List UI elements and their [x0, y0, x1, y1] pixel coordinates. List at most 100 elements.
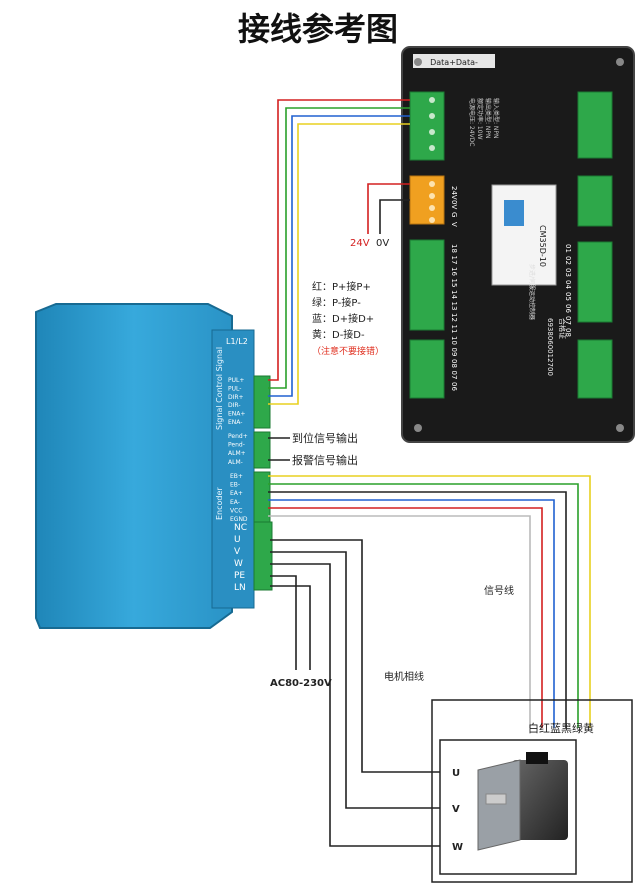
controller-output-number-right: 07: [564, 316, 572, 325]
driver-power-pin-label: LN: [234, 583, 246, 593]
driver-control-pins: PUL+PUL-DIR+DIR-ENA+ENA-: [228, 377, 245, 426]
mount-hole: [414, 58, 422, 66]
controller-unit: Data+Data-: [401, 46, 635, 443]
controller-output-number-right: 08: [564, 328, 572, 337]
motor-shaft: [485, 793, 507, 805]
wire-ac-2: [270, 585, 311, 670]
driver-encoder-pin-label: EB-: [230, 482, 240, 489]
label-alarm: 报警信号输出: [292, 453, 358, 467]
label-24v: 24V: [350, 238, 370, 249]
driver-status-pins: Pend+ Pend-ALM+ ALM-: [228, 433, 248, 466]
motor-phase-label: W: [452, 842, 463, 853]
driver-status-terminal: [253, 431, 271, 469]
controller-terminal-right-3: [577, 241, 613, 323]
controller-output-number: 15: [450, 279, 458, 288]
controller-brand: 步进/伺服运动控制器: [528, 264, 536, 320]
wire-encoder-white: [268, 515, 531, 728]
driver-encoder-group-label: Encoder: [215, 487, 224, 520]
driver-encoder-pin-label: EA-: [230, 499, 240, 506]
driver-status-pin-label: Pend-: [228, 442, 245, 449]
mount-hole: [414, 424, 422, 432]
spec-line: 输出类型: NPN: [484, 98, 492, 139]
wire-encoder-red: [268, 507, 543, 728]
wire-red-pul-plus: [268, 99, 410, 381]
controller-output-number: 13: [450, 302, 458, 311]
controller-output-number-right: 02: [564, 256, 572, 265]
controller-header-plate: [413, 54, 495, 68]
driver-encoder-pin-label: EGND: [230, 516, 248, 523]
controller-output-number-right: 04: [564, 280, 572, 289]
driver-control-pin-label: DIR+: [228, 394, 244, 401]
controller-output-number: 17: [450, 256, 458, 265]
driver-power-header: L1/L2: [226, 337, 248, 346]
controller-terminal-right-1: [577, 91, 613, 159]
wire-blue-dir-plus: [268, 115, 410, 397]
controller-terminal-right-4: [577, 339, 613, 399]
legend-note: （注意不要接错）: [312, 345, 384, 357]
driver-power-pin-label: PE: [234, 571, 245, 581]
legend-line: 红：P+接P+: [312, 280, 371, 293]
motor-phase-label: V: [452, 804, 460, 815]
driver-body: [35, 303, 233, 629]
label-0v: 0V: [376, 238, 389, 249]
motor-can: [512, 760, 568, 840]
servo-driver: L1/L2 Signal Control Signal Encoder PUL+…: [35, 303, 273, 629]
wire-encoder-yellow: [268, 475, 591, 728]
controller-qc: 合格证: [558, 318, 567, 339]
driver-power-pin-label: U: [234, 535, 241, 545]
motor-outer-box: [431, 699, 633, 883]
controller-output-number-right: 03: [564, 268, 572, 277]
controller-output-number: 06: [450, 382, 458, 391]
motor-phase-label: U: [452, 768, 460, 779]
driver-encoder-pin-label: EB+: [230, 473, 243, 480]
power-terminal-labels: 24V 0V G V: [450, 186, 458, 227]
controller-power-terminal: [409, 175, 445, 225]
controller-terminal-outputs: [409, 239, 445, 331]
wire-0v: [379, 199, 410, 234]
wire-encoder-black: [268, 491, 567, 728]
driver-status-pin-label: ALM-: [228, 459, 243, 466]
wire-24v: [367, 183, 410, 234]
controller-output-number-right: 01: [564, 244, 572, 253]
wire-yellow-dir-minus: [268, 123, 410, 405]
motor-inner-box: [439, 739, 577, 875]
label-signal-line: 信号线: [484, 584, 514, 597]
driver-power-terminal: [253, 521, 273, 591]
controller-terminal-right-2: [577, 175, 613, 227]
label-in-position: 到位信号输出: [292, 431, 358, 445]
wires: [268, 99, 591, 847]
motor-connector: [526, 752, 548, 764]
terminal-screws: [429, 97, 435, 223]
driver-status-pin-label: Pend+: [228, 433, 248, 440]
legend-line: 黄：D-接D-: [312, 328, 365, 341]
driver-status-pin-label: ALM+: [228, 450, 246, 457]
driver-control-pin-label: PUL-: [228, 385, 241, 392]
svg-text:G: G: [450, 212, 458, 217]
diagram-title: 接线参考图: [237, 10, 398, 48]
driver-control-pin-label: DIR-: [228, 402, 240, 409]
mount-hole: [616, 58, 624, 66]
controller-output-number: 12: [450, 313, 458, 322]
legend-line: 绿：P-接P-: [312, 296, 361, 309]
controller-spec-lines: 电源电压: 24VDC 额定功率: 10W 输出类型: NPN 输入类型: NP…: [468, 98, 500, 146]
controller-logo-icon: [504, 200, 524, 226]
controller-output-number: 09: [450, 348, 458, 357]
motor-wire-colors: 白红蓝黑绿黄: [528, 721, 594, 735]
controller-model: CM35D-10: [538, 225, 547, 267]
driver-power-pin-label: NC: [234, 523, 247, 533]
controller-output-number: 10: [450, 336, 458, 345]
controller-terminal-axis: [409, 91, 445, 161]
controller-serial: 6938060012700: [546, 318, 554, 376]
driver-encoder-pin-label: VCC: [230, 507, 242, 514]
wire-encoder-blue: [268, 499, 555, 728]
controller-label-plate: [491, 184, 557, 286]
controller-output-number: 07: [450, 371, 458, 380]
driver-control-group-label: Signal Control Signal: [215, 347, 224, 430]
controller-output-number-right: 05: [564, 292, 572, 301]
wire-legend: 红：P+接P+ 绿：P-接P- 蓝：D+接D+ 黄：D-接D- （注意不要接错）: [312, 280, 384, 357]
